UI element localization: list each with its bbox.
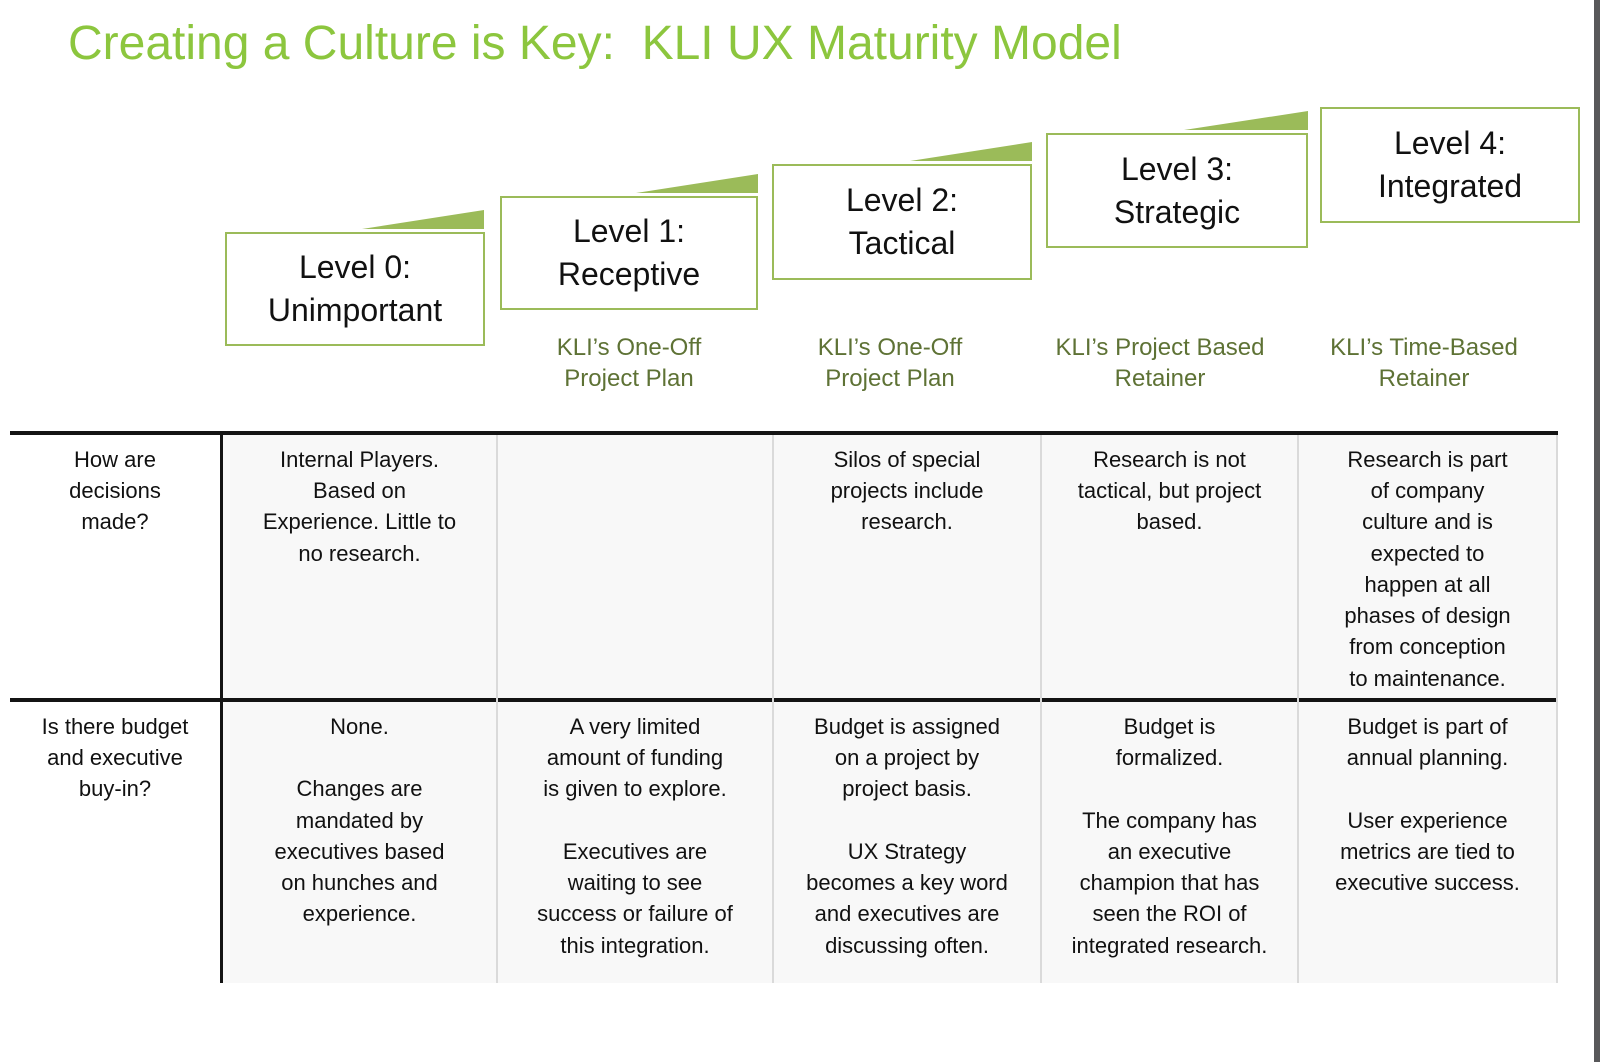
table-cell-r0-level1 — [498, 435, 772, 698]
screen-right-edge-strip — [1594, 0, 1600, 1062]
table-cell-r0-level0: Internal Players. Based on Experience. L… — [223, 435, 496, 698]
table-cell-r1-level1: A very limited amount of funding is give… — [498, 702, 772, 983]
column-separator-5 — [1556, 435, 1558, 983]
row-question-budget: Is there budget and executive buy-in? — [41, 714, 189, 802]
column-separator-3 — [1040, 435, 1042, 983]
level-box-0-label: Level 0: Unimportant — [267, 249, 443, 328]
table-cell-r1-level2: Budget is assigned on a project by proje… — [774, 702, 1040, 983]
level-box-3: Level 3: Strategic — [1046, 133, 1308, 248]
level-box-1: Level 1: Receptive — [500, 196, 758, 310]
row-question-decisions: How are decisions made? — [69, 447, 161, 535]
column-separator-1 — [496, 435, 498, 983]
level-subtitle-2: KLI’s One-Off Project Plan — [817, 334, 963, 393]
table-cell-r1-level0: None. Changes are mandated by executives… — [223, 702, 496, 983]
level-subtitle-4: KLI’s Time-Based Retainer — [1330, 334, 1518, 393]
level-box-2: Level 2: Tactical — [772, 164, 1032, 280]
level-box-2-label: Level 2: Tactical — [845, 182, 959, 261]
table-top-rule — [10, 431, 1558, 435]
level-subtitle-3: KLI’s Project Based Retainer — [1055, 334, 1265, 393]
table-cell-r0-level4: Research is part of company culture and … — [1299, 435, 1556, 698]
table-cell-r1-level4: Budget is part of annual planning. User … — [1299, 702, 1556, 983]
level-subtitle-1: KLI’s One-Off Project Plan — [556, 334, 702, 393]
level-box-4-label: Level 4: Integrated — [1377, 125, 1523, 204]
table-cell-r1-level3: Budget is formalized. The company has an… — [1042, 702, 1297, 983]
question-column-divider — [220, 431, 223, 983]
column-separator-4 — [1297, 435, 1299, 983]
table-cell-r0-level2: Silos of special projects include resear… — [774, 435, 1040, 698]
wedge-arrow-icon-3 — [1184, 111, 1308, 130]
level-box-0: Level 0: Unimportant — [225, 232, 485, 346]
level-box-4: Level 4: Integrated — [1320, 107, 1580, 223]
wedge-arrow-icon-2 — [910, 142, 1032, 161]
table-middle-rule — [10, 698, 1558, 702]
slide-title: Creating a Culture is Key: KLI UX Maturi… — [68, 17, 1122, 70]
column-separator-2 — [772, 435, 774, 983]
table-cell-r0-level3: Research is not tactical, but project ba… — [1042, 435, 1297, 698]
wedge-arrow-icon-0 — [362, 210, 484, 229]
level-box-1-label: Level 1: Receptive — [557, 213, 701, 292]
level-box-3-label: Level 3: Strategic — [1113, 150, 1241, 230]
wedge-arrow-icon-1 — [636, 174, 758, 193]
